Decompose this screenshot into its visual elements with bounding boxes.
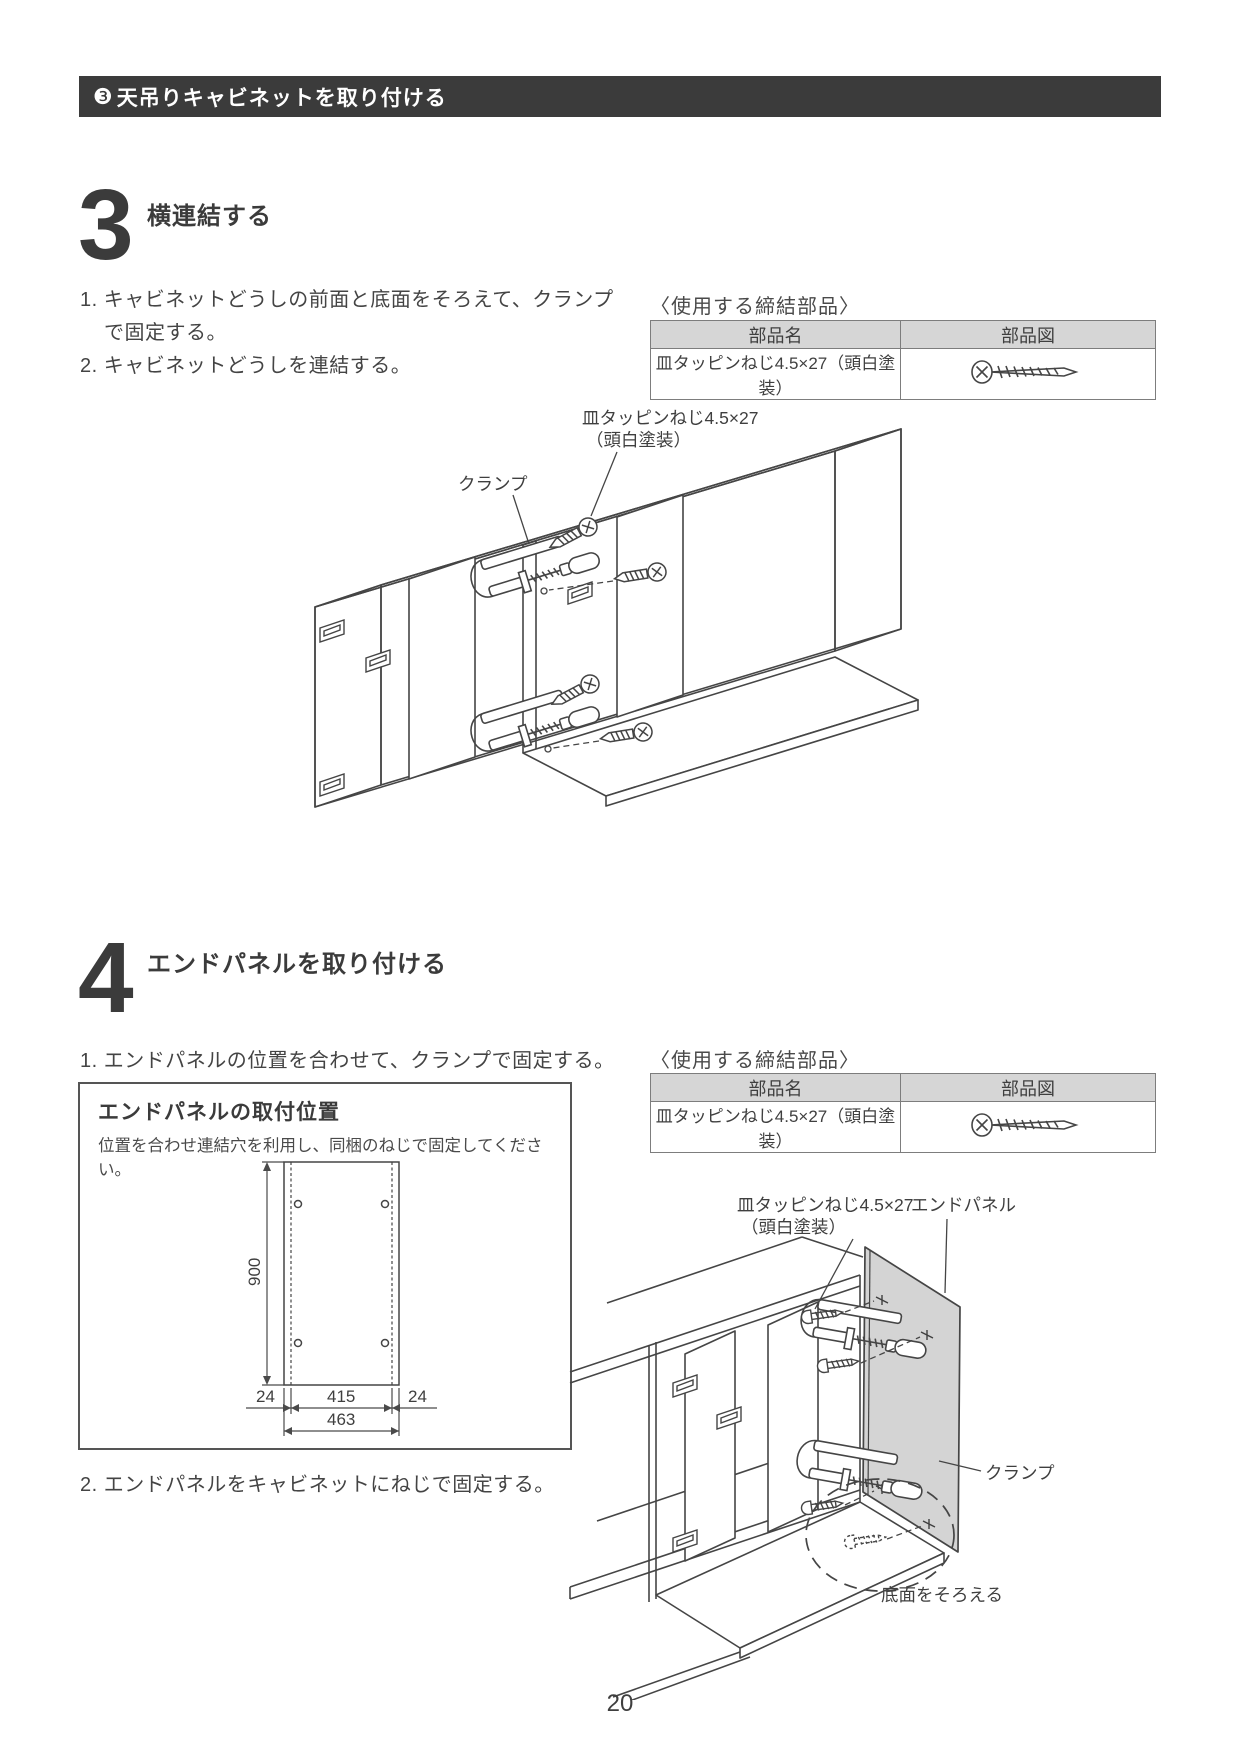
screw-label-line1: 皿タッピンねじ4.5×27 [582,408,759,428]
diagram1-labels: 皿タッピンねじ4.5×27 （頭白塗装） クランプ [458,408,759,494]
clamp-label: クランプ [985,1463,1055,1483]
part-figure-cell [900,1101,1156,1153]
step4-instruction-2: 2. エンドパネルをキャビネットにねじで固定する。 [80,1474,555,1496]
section-header-bar: ❸ 天吊りキャビネットを取り付ける [79,76,1161,117]
cabinet-floor-board-2 [612,1501,945,1700]
part-name-cell: 皿タッピンねじ4.5×27（頭白塗装） [650,348,901,400]
col-header-part-figure: 部品図 [900,1073,1156,1102]
fasteners-table-caption-step4: 〈使用する締結部品〉 [650,1050,860,1072]
screw-label-line2: （頭白塗装） [586,430,691,450]
col-header-part-name: 部品名 [650,320,901,349]
part-figure-cell [900,348,1156,400]
screw-label-line1: 皿タッピンねじ4.5×27 [737,1195,914,1215]
step3-instruction-1-line1: 1. キャビネットどうしの前面と底面をそろえて、クランプ [80,289,614,311]
page-number: 20 [606,1690,634,1717]
cabinet-bottom-board [522,656,919,807]
end-panel-dimension-figure: 900 24 415 24 463 [245,1161,437,1436]
info-box-body: 位置を合わせ連結穴を利用し、同梱のねじで固定してください。 [98,1137,543,1179]
flat-head-tapping-screw-icon [971,1112,1079,1137]
dim-center: 415 [327,1387,355,1406]
table-row: 皿タッピンねじ4.5×27（頭白塗装） [650,348,1156,400]
fasteners-table-step4: 部品名 部品図 皿タッピンねじ4.5×27（頭白塗装） [650,1073,1156,1153]
fasteners-table-caption-step3: 〈使用する締結部品〉 [650,296,860,318]
step4-instruction-1: 1. エンドパネルの位置を合わせて、クランプで固定する。 [80,1050,615,1072]
dim-left: 24 [256,1387,275,1406]
step4-title: エンドパネルを取り付ける [147,951,447,978]
table-row: 皿タッピンねじ4.5×27（頭白塗装） [650,1101,1156,1153]
step3-number: 3 [78,169,134,281]
section-title: 天吊りキャビネットを取り付ける [116,86,447,110]
divider-panels [408,494,684,780]
step3-instruction-2: 2. キャビネットどうしを連結する。 [80,355,412,377]
info-box-title: エンドパネルの取付位置 [98,1101,340,1124]
section-number-badge: ❸ [93,83,113,109]
part-name-cell: 皿タッピンねじ4.5×27（頭白塗装） [650,1101,901,1153]
step3-title: 横連結する [147,203,272,230]
flat-head-tapping-screw-icon [971,359,1079,384]
col-header-part-figure: 部品図 [900,320,1156,349]
dim-height: 900 [245,1258,264,1286]
dim-right: 24 [408,1387,427,1406]
dim-total: 463 [327,1410,355,1429]
dimension-arrowheads [263,1162,400,1435]
fasteners-table-step3: 部品名 部品図 皿タッピンねじ4.5×27（頭白塗装） [650,320,1156,400]
step3-cabinet-joining-diagram: 皿タッピンねじ4.5×27 （頭白塗装） クランプ [314,408,919,808]
bottom-alignment-circle [805,1478,955,1592]
step4-end-panel-diagram: 皿タッピンねじ4.5×27 （頭白塗装） エンドパネル クランプ 底面をそろえる [569,1195,1055,1700]
step3-instruction-1-line2: で固定する。 [104,322,227,344]
col-header-part-name: 部品名 [650,1073,901,1102]
dimension-labels: 900 24 415 24 463 [245,1258,427,1429]
label-leader-lines-2 [814,1218,982,1472]
diagram2-labels: 皿タッピンねじ4.5×27 （頭白塗装） エンドパネル クランプ 底面をそろえる [737,1195,1055,1605]
step4-number: 4 [78,922,134,1034]
end-panel-position-box: エンドパネルの取付位置 位置を合わせ連結穴を利用し、同梱のねじで固定してください… [78,1082,572,1450]
bottom-align-label: 底面をそろえる [881,1585,1003,1605]
dimension-lines [246,1161,437,1436]
clamp-label: クランプ [458,474,528,494]
end-panel-label: エンドパネル [911,1195,1016,1215]
screw-label-line2: （頭白塗装） [741,1217,846,1237]
screw-guide-lines-2 [844,1300,923,1540]
screw-guide-lines [540,580,614,753]
label-leader-lines [512,451,618,545]
